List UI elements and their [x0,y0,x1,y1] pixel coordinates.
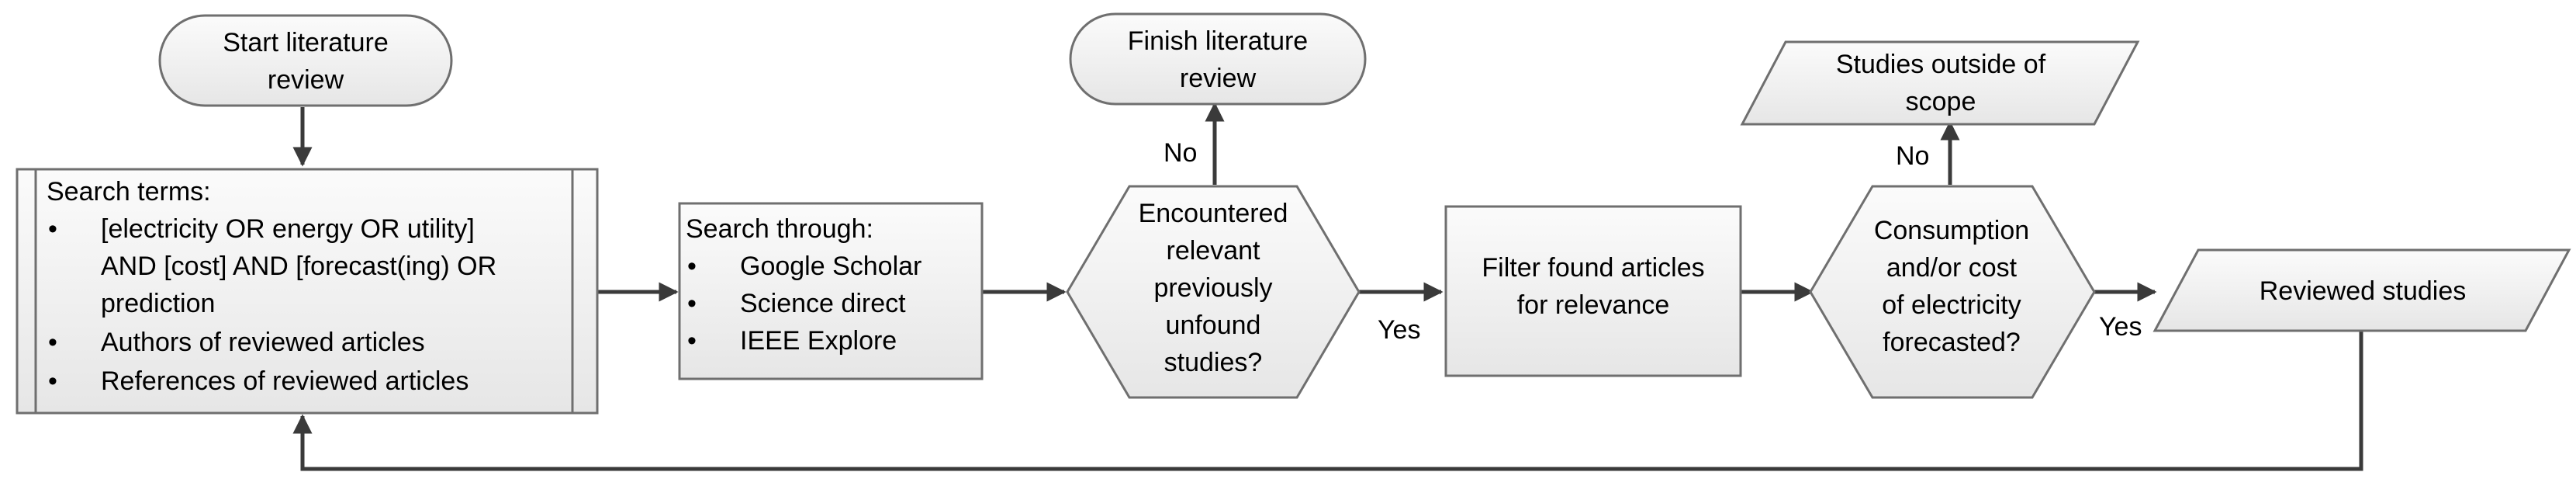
edge-label-yes-relevant: Yes [1378,315,1420,345]
search-terms-bullet-3-symbol: • [48,366,57,396]
outside-scope-data: Studies outside of scope [1740,40,2140,126]
decision-relevant-studies: Encountered relevant previously unfound … [1066,185,1361,399]
decision-consumption: Consumption and/or cost of electricity f… [1809,185,2096,399]
decision-relevant-line-2: relevant [1167,236,1261,266]
search-terms-bullet-1-line-1: [electricity OR energy OR utility] [101,214,475,244]
search-terms-bullet-2-symbol: • [48,328,57,357]
finish-label-line-1: Finish literature [1128,26,1308,56]
filter-line-2: for relevance [1517,290,1670,320]
edge-label-no-relevant: No [1164,138,1197,168]
outside-scope-line-1: Studies outside of [1836,50,2046,79]
search-through-bullet-2-symbol: • [687,289,697,318]
decision-consumption-line-1: Consumption [1874,216,2029,245]
reviewed-studies-data: Reviewed studies [2152,248,2571,332]
edges [292,102,2363,471]
search-through-process: Search through: • Google Scholar • Scien… [678,202,984,380]
search-through-bullet-1: Google Scholar [740,252,921,281]
edge-label-no-consumption: No [1896,141,1929,171]
reviewed-studies-label: Reviewed studies [2260,276,2466,306]
decision-consumption-line-4: forecasted? [1883,328,2021,357]
search-through-bullet-1-symbol: • [687,252,697,281]
finish-label-line-2: review [1180,64,1257,93]
search-through-title: Search through: [686,214,873,244]
outside-scope-line-2: scope [1906,87,1976,116]
search-terms-bullet-2: Authors of reviewed articles [101,328,425,357]
search-through-bullet-3-symbol: • [687,326,697,356]
decision-relevant-line-3: previously [1153,273,1272,303]
filter-line-1: Filter found articles [1482,253,1704,283]
decision-consumption-line-3: of electricity [1882,290,2021,320]
filter-process: Filter found articles for relevance [1444,205,1742,377]
start-label-line-1: Start literature [223,28,389,57]
search-terms-bullet-1-symbol: • [48,214,57,244]
finish-terminator: Finish literature review [1069,12,1367,106]
search-terms-process: Search terms: • [electricity OR energy O… [16,168,599,415]
decision-relevant-line-1: Encountered [1139,199,1288,228]
search-terms-bullet-3: References of reviewed articles [101,366,469,396]
search-terms-bullet-1-line-3: prediction [101,289,215,318]
edge-label-yes-consumption: Yes [2099,312,2142,342]
edge-reviewed-loop-back [292,329,2363,471]
search-through-bullet-3: IEEE Explore [740,326,897,356]
decision-relevant-line-4: unfound [1166,311,1261,340]
start-label-line-2: review [268,65,344,95]
search-terms-bullet-1-line-2: AND [cost] AND [forecast(ing) OR [101,252,496,281]
search-terms-title: Search terms: [47,177,211,207]
decision-relevant-line-5: studies? [1164,348,1263,377]
start-terminator: Start literature review [158,14,453,107]
decision-consumption-line-2: and/or cost [1886,253,2018,283]
search-through-bullet-2: Science direct [740,289,906,318]
